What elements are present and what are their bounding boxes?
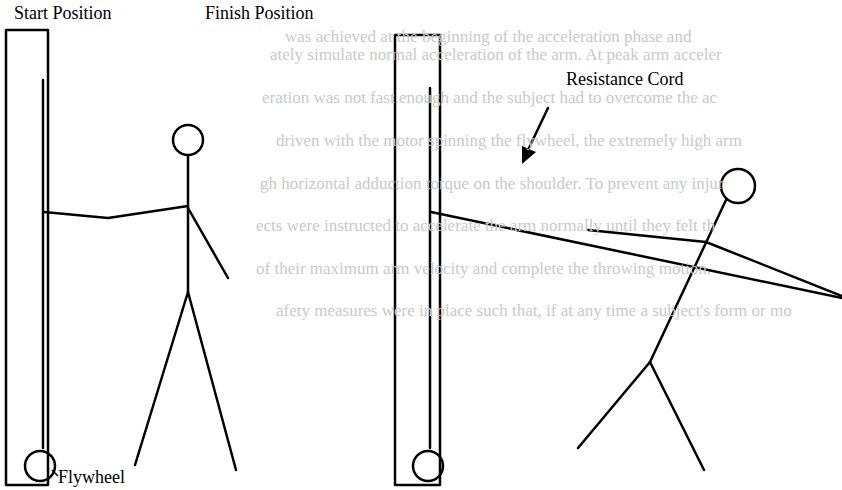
apparatus-rail	[42, 80, 45, 448]
figure-head	[173, 125, 203, 155]
flywheel-symbol	[25, 451, 55, 481]
figure-arm	[44, 206, 188, 218]
figure-leg	[578, 362, 650, 448]
background-text: driven with the motor spinning the flywh…	[276, 132, 742, 151]
leader-line	[52, 470, 58, 476]
background-text: ects were instructed to accelerate the a…	[256, 217, 715, 236]
flywheel-symbol	[413, 451, 443, 481]
background-text: ately simulate normal acceleration of th…	[270, 46, 722, 65]
background-text: gh horizontal adduction torque on the sh…	[260, 175, 724, 194]
background-text: eration was not fast enough and the subj…	[262, 89, 717, 108]
position-label: Start Position	[14, 4, 112, 24]
figure-leg	[188, 292, 236, 470]
position-label: Finish Position	[205, 4, 314, 24]
background-text: of their maximum arm velocity and comple…	[256, 260, 711, 279]
figure-head	[721, 169, 755, 203]
figure-leg	[135, 292, 188, 465]
apparatus-frame	[6, 30, 48, 485]
figure-leg	[650, 362, 704, 470]
figure-body	[187, 156, 190, 292]
callout-label: Resistance Cord	[566, 70, 683, 90]
figure-arm	[188, 208, 228, 278]
part-label: Flywheel	[58, 468, 125, 488]
background-text: was achieved at the beginning of the acc…	[285, 28, 691, 47]
figure-arm	[706, 242, 842, 296]
background-text: afety measures were in place such that, …	[276, 302, 792, 321]
